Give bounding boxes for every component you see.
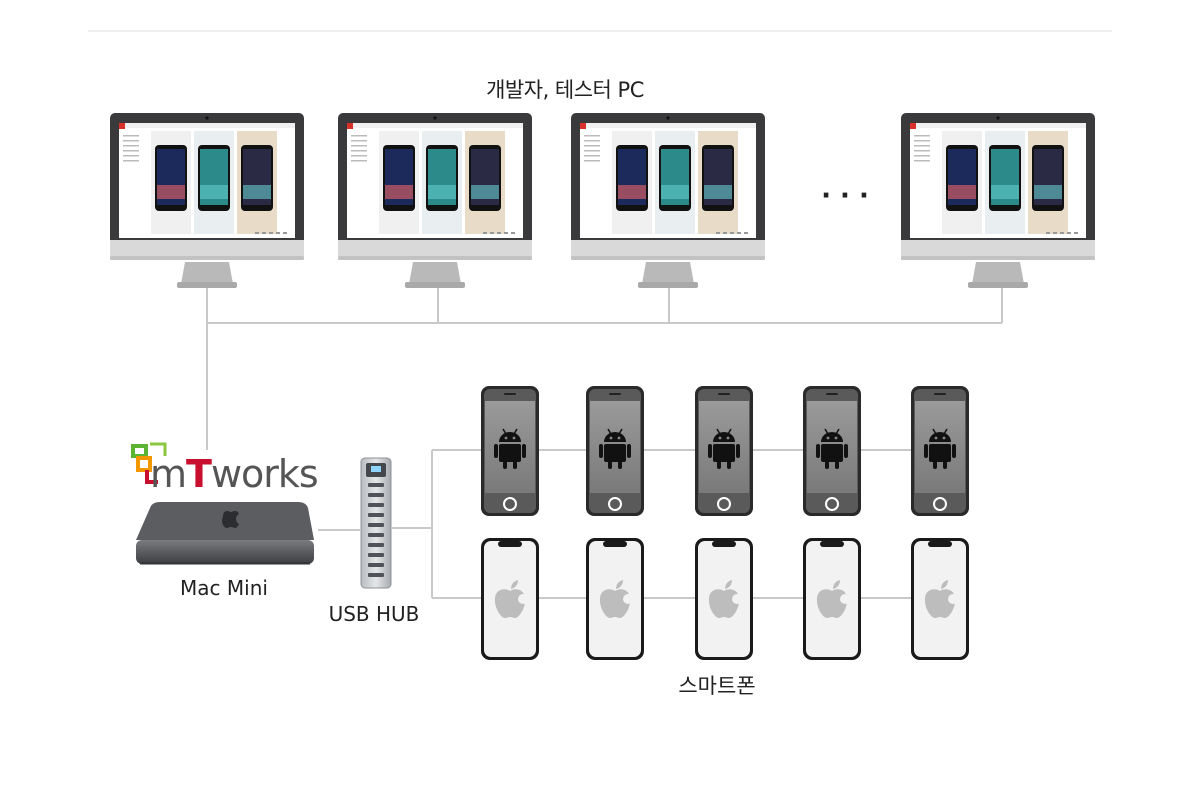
iphone-1 <box>481 538 539 660</box>
brand-accent-letter: T <box>186 452 212 496</box>
usb-port <box>368 533 384 537</box>
iphone-2 <box>586 538 644 660</box>
android-phones <box>481 386 969 516</box>
usb-port <box>368 573 384 577</box>
android-phone-3 <box>695 386 753 516</box>
android-icon <box>599 428 631 469</box>
usb-port <box>368 493 384 497</box>
apple-icon <box>816 580 850 618</box>
android-icon <box>816 428 848 469</box>
apple-logo-icon <box>222 511 239 528</box>
iphone-4 <box>803 538 861 660</box>
android-phone-2 <box>586 386 644 516</box>
usb-port <box>368 523 384 527</box>
monitor-4 <box>901 113 1095 288</box>
smartphone-caption: 스마트폰 <box>678 674 756 698</box>
iphone-5 <box>911 538 969 660</box>
monitor-3 <box>571 113 765 288</box>
usb-hub <box>360 457 392 589</box>
apple-icon <box>599 580 633 618</box>
monitor-1 <box>110 113 304 288</box>
monitor-2 <box>338 113 532 288</box>
android-phone-1 <box>481 386 539 516</box>
apple-icon <box>924 580 958 618</box>
iphone-3 <box>695 538 753 660</box>
apple-icon <box>494 580 528 618</box>
usb-port <box>368 553 384 557</box>
pc-monitors <box>110 113 1095 288</box>
mtworks-brand-name: mTworks <box>150 452 319 496</box>
more-pcs-ellipsis: · · · <box>821 181 869 211</box>
android-icon <box>494 428 526 469</box>
android-icon <box>924 428 956 469</box>
mac-mini <box>136 502 314 565</box>
usb-port <box>368 543 384 547</box>
usb-port <box>368 483 384 487</box>
brand-suffix: works <box>210 452 319 496</box>
apple-icon <box>708 580 742 618</box>
mac-mini-caption: Mac Mini <box>180 576 268 600</box>
usb-hub-caption: USB HUB <box>328 602 420 626</box>
pc-caption: 개발자, 테스터 PC <box>486 78 644 102</box>
android-icon <box>708 428 740 469</box>
android-phone-4 <box>803 386 861 516</box>
usb-port <box>368 563 384 567</box>
mtworks-logo-icon <box>131 442 167 484</box>
brand-prefix: m <box>150 452 187 496</box>
android-phone-5 <box>911 386 969 516</box>
usb-port <box>368 513 384 517</box>
iphones <box>481 538 969 660</box>
usb-ports <box>368 483 384 577</box>
usb-port <box>368 503 384 507</box>
